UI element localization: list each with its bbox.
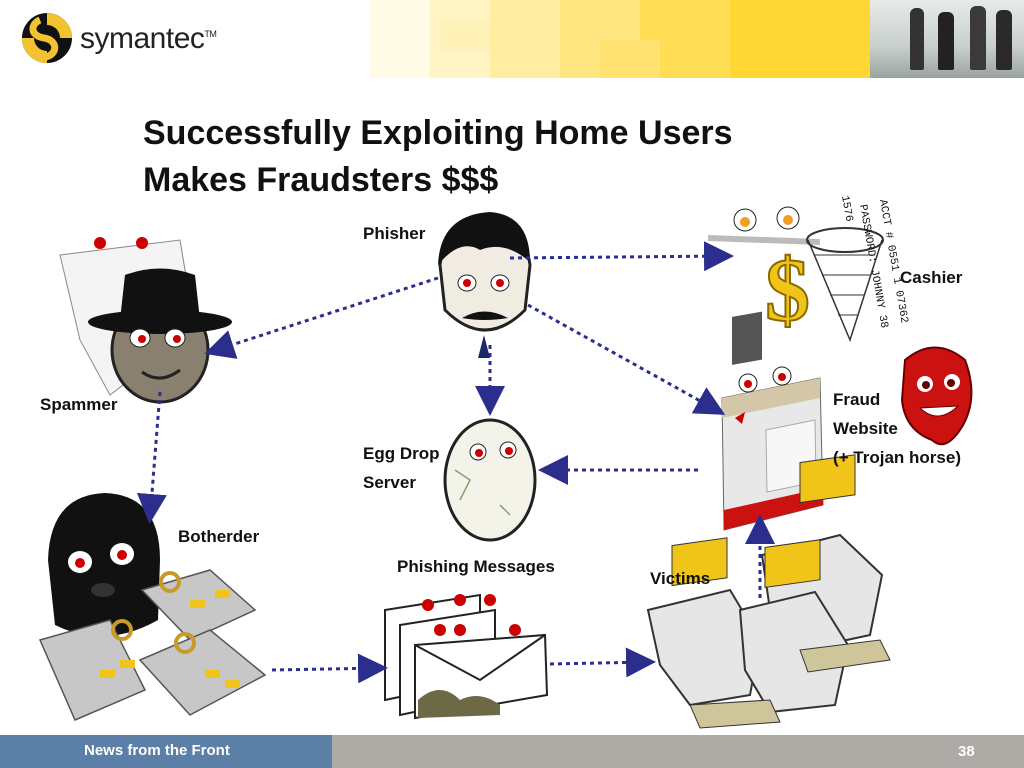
label-fraud-line1: Fraud (833, 390, 881, 409)
arrow-messages-to-victims (549, 647, 656, 678)
label-egg-drop-server: Egg Drop Server (363, 439, 440, 497)
label-victims: Victims (650, 569, 711, 588)
label-fraud-line3: (+ Trojan horse) (833, 448, 961, 467)
flow-arrows (136, 241, 775, 684)
botherder-illustration (38, 493, 267, 721)
label-egg-line1: Egg Drop (363, 444, 440, 463)
footer-section-title: News from the Front (84, 742, 230, 759)
label-spammer: Spammer (40, 395, 118, 414)
spammer-illustration (59, 237, 232, 404)
title-line-2: Makes Fraudsters $$$ (143, 161, 499, 199)
title-line-1: Successfully Exploiting Home Users (143, 114, 733, 152)
arrow-botherder-to-messages (271, 653, 388, 684)
label-phishing-messages: Phishing Messages (397, 557, 555, 576)
label-fraud-line2: Website (833, 419, 898, 438)
arrow-spammer-to-botherder (136, 391, 167, 524)
label-egg-line2: Server (363, 473, 416, 492)
trojan-horse-illustration (900, 346, 973, 446)
label-botherder: Botherder (178, 527, 260, 546)
egg-drop-server-illustration (443, 418, 537, 542)
brand-wordmark: symantecTM (80, 22, 217, 55)
cashier-illustration: $ (707, 206, 884, 343)
svg-text:$: $ (765, 241, 810, 340)
victims-illustration (646, 454, 891, 729)
footer-bar-right (332, 735, 1024, 768)
phisher-illustration (438, 212, 532, 358)
label-phisher: Phisher (363, 224, 426, 243)
net-text-number: 1576 (838, 195, 854, 223)
label-cashier: Cashier (900, 268, 963, 287)
arrow-phisher-to-fraud (527, 303, 726, 415)
header-photo (870, 0, 1024, 78)
arrow-phisher-to-cashier (509, 241, 734, 272)
symantec-logo-icon (22, 13, 72, 63)
arrow-phisher-to-spammer (204, 276, 439, 359)
slide-title: Successfully Exploiting Home Users Makes… (143, 110, 733, 204)
slide-header (0, 0, 1024, 78)
page-number: 38 (958, 743, 975, 760)
label-fraud-website: Fraud Website (+ Trojan horse) (833, 385, 961, 472)
phishing-messages-illustration (384, 593, 549, 720)
footer-bar-left (0, 735, 332, 768)
